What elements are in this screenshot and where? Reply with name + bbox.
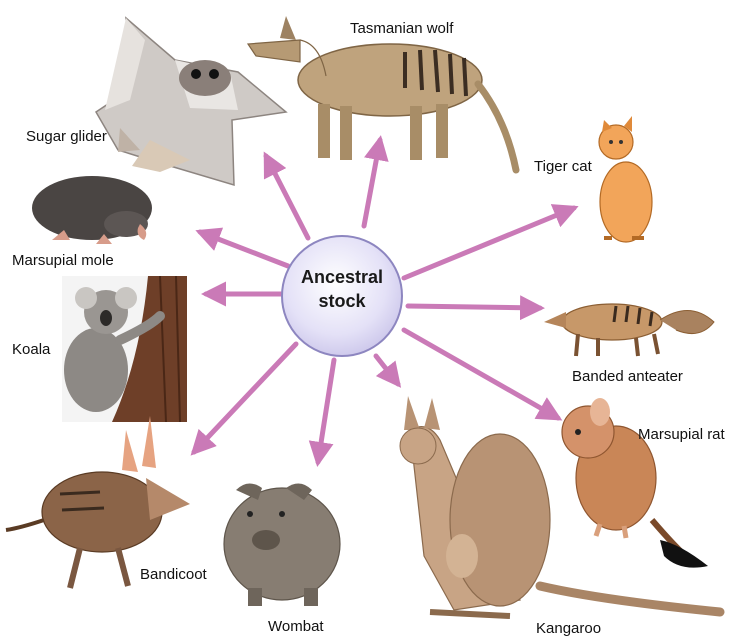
arrow-to-banded-anteater <box>408 306 540 308</box>
bandicoot-image <box>6 416 190 588</box>
arrow-to-sugar-glider <box>266 156 308 238</box>
marsupial-mole-image <box>32 176 152 244</box>
tiger-cat-image <box>599 116 652 242</box>
koala-image <box>62 276 187 422</box>
ancestral-stock-line1: Ancestral <box>286 265 398 289</box>
banded-anteater-image <box>544 304 714 356</box>
ancestral-stock-line2: stock <box>286 289 398 313</box>
label-koala: Koala <box>12 341 50 358</box>
arrow-to-tiger-cat <box>404 208 574 278</box>
label-tiger-cat: Tiger cat <box>534 158 592 175</box>
label-sugar-glider: Sugar glider <box>26 128 107 145</box>
label-marsupial-mole: Marsupial mole <box>12 252 114 269</box>
label-kangaroo: Kangaroo <box>536 620 601 637</box>
arrow-to-bandicoot <box>194 344 296 452</box>
label-wombat: Wombat <box>268 618 324 635</box>
label-tasmanian-wolf: Tasmanian wolf <box>350 20 453 37</box>
label-marsupial-rat: Marsupial rat <box>638 426 725 443</box>
label-bandicoot: Bandicoot <box>140 566 207 583</box>
arrow-to-marsupial-mole <box>200 232 288 266</box>
tasmanian-wolf-image <box>248 16 516 170</box>
wombat-image <box>224 483 340 606</box>
ancestral-stock-label: Ancestral stock <box>286 265 398 313</box>
arrow-to-kangaroo <box>376 356 398 384</box>
arrow-to-wombat <box>318 360 334 462</box>
marsupial-rat-image <box>562 398 708 568</box>
arrow-to-tasmanian-wolf <box>364 140 380 226</box>
label-banded-anteater: Banded anteater <box>572 368 683 385</box>
arrow-to-marsupial-rat <box>404 330 558 418</box>
